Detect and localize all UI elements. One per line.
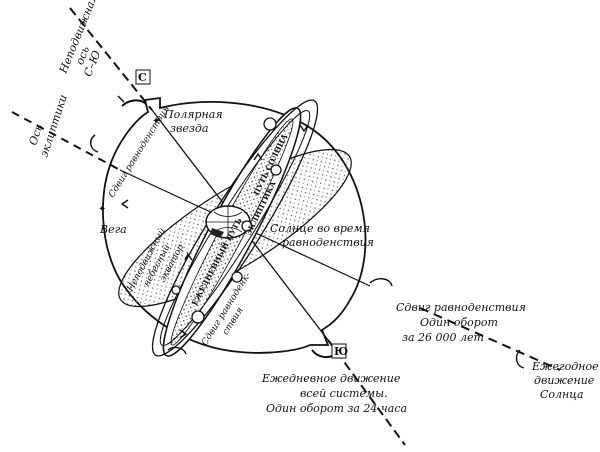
svg-text:Ежегодное: Ежегодное: [531, 360, 599, 373]
polaris-star: ✦: [152, 116, 160, 127]
svg-text:Полярная: Полярная: [163, 108, 223, 121]
svg-text:равноденствия: равноденствия: [282, 236, 374, 249]
ecliptic-axis-label: Ось эклиптики: [26, 93, 69, 159]
svg-text:✦: ✦: [152, 116, 160, 127]
daily-motion-label: Ежедневное движение всей системы. Один о…: [261, 372, 407, 415]
svg-text:Солнца: Солнца: [540, 388, 584, 401]
north-label: С: [138, 71, 147, 84]
celestial-sphere: [102, 96, 367, 354]
svg-text:Один оборот за 24 часа: Один оборот за 24 часа: [266, 402, 407, 415]
svg-text:за 26 000 лет: за 26 000 лет: [402, 331, 484, 344]
svg-text:Солнце во время: Солнце во время: [270, 222, 370, 235]
sun-equinox-label: Солнце во время равноденствия: [270, 222, 374, 249]
vega-label: Вега: [99, 223, 127, 236]
fixed-axis-label: Неподвижная ось С–Ю: [56, 0, 103, 79]
svg-text:всей системы.: всей системы.: [300, 387, 388, 400]
annual-motion-label: Ежегодное движение Солнца: [531, 360, 599, 401]
svg-text:✦: ✦: [98, 204, 106, 215]
svg-text:Ось: Ось: [26, 123, 45, 147]
south-pole-cap: [311, 343, 347, 359]
polaris-label: Полярная звезда: [163, 108, 223, 135]
vega-star: ✦: [98, 204, 106, 215]
motion-arrows: [90, 124, 525, 369]
sun-positions: [171, 117, 282, 324]
svg-text:движение: движение: [534, 374, 595, 387]
north-pole-cap: [117, 69, 151, 107]
precession-right-label: Сдвиг равноденствия Один оборот за 26 00…: [396, 301, 526, 344]
svg-text:Ежедневное движение: Ежедневное движение: [261, 372, 401, 385]
svg-text:Один оборот: Один оборот: [420, 316, 498, 329]
south-label: Ю: [334, 345, 348, 358]
svg-text:звезда: звезда: [170, 122, 208, 135]
svg-text:Сдвиг равноденствия: Сдвиг равноденствия: [396, 301, 526, 314]
